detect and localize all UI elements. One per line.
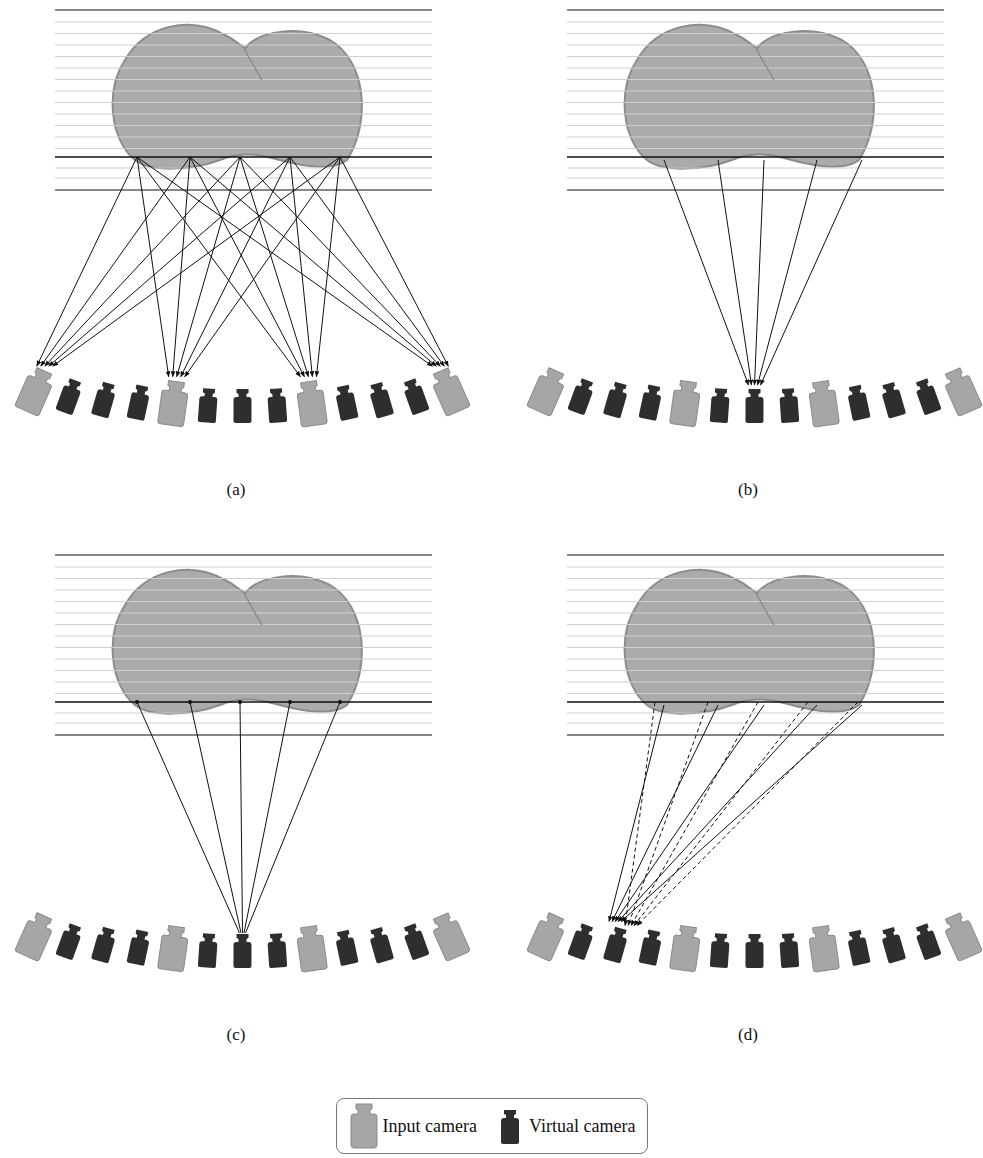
panel-label: (a) [227, 481, 246, 498]
legend-item: Input camera [349, 1102, 477, 1150]
panel-label: (b) [738, 481, 758, 498]
legend-swatch [495, 1102, 525, 1150]
legend-box: Input camera Virtual camera [336, 1098, 648, 1154]
legend-swatch [349, 1102, 379, 1150]
panel-label: (d) [738, 1026, 758, 1043]
legend-text: Input camera [383, 1116, 477, 1137]
panel-label: (c) [227, 1026, 246, 1043]
legend-text: Virtual camera [529, 1116, 635, 1137]
legend-item: Virtual camera [495, 1102, 635, 1150]
